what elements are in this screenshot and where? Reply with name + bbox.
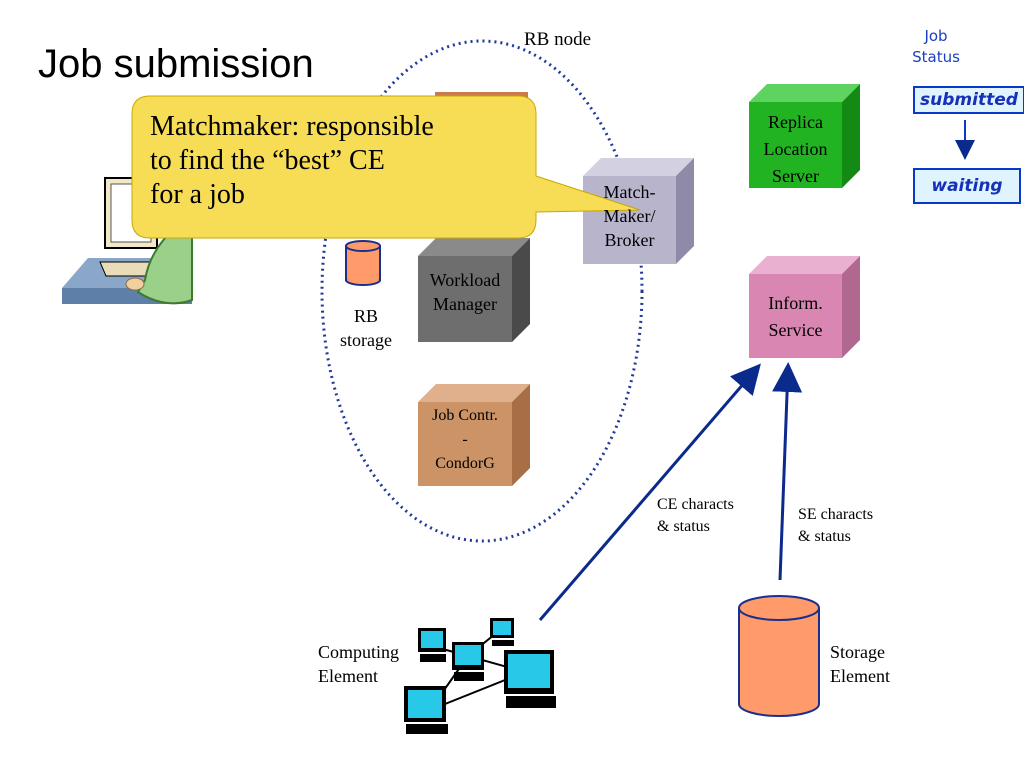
callout-line-1: Matchmaker: responsible: [150, 111, 434, 142]
callout-text: Matchmaker: responsible to find the “bes…: [150, 110, 520, 212]
computing-element-line-2: Element: [318, 666, 378, 686]
job-controller-label: Job Contr. - CondorG: [414, 404, 516, 476]
replica-line-3: Server: [772, 166, 819, 186]
callout-line-3: for a job: [150, 179, 245, 210]
callout-line-2: to find the “best” CE: [150, 145, 385, 176]
rb-storage-line-2: storage: [340, 330, 392, 350]
rb-storage-line-1: RB: [353, 306, 378, 326]
matchmaker-line-1: Match-: [603, 182, 656, 202]
rb-storage-cylinder: [345, 240, 381, 286]
inform-line-1: Inform.: [768, 293, 823, 313]
inform-line-2: Service: [768, 320, 823, 340]
rb-node-label: RB node: [524, 29, 592, 50]
replica-line-2: Location: [763, 139, 828, 159]
job-controller-line-1: Job Contr.: [432, 407, 498, 424]
job-controller-cube: [418, 384, 530, 486]
job-controller-line-2: -: [462, 431, 468, 448]
workload-manager-label: Workload Manager: [418, 268, 512, 316]
se-status-arrow: [772, 362, 803, 581]
rb-node-boundary: [320, 39, 644, 543]
matchmaker-label: Match- Maker/ Broker: [583, 180, 676, 252]
ce-computer-4: [504, 650, 556, 708]
workload-manager-line-1: Workload: [429, 270, 501, 290]
ce-status-label: CE characts & status: [657, 494, 734, 538]
job-status-title-line-2: Status: [912, 48, 960, 66]
ce-computer-2: [452, 642, 484, 681]
ce-computer-5: [404, 686, 448, 734]
job-state-submitted: submitted: [913, 86, 1024, 114]
computing-element-network: [404, 618, 556, 734]
information-service-label: Inform. Service: [749, 290, 842, 344]
replica-location-server-label: Replica Location Server: [749, 109, 842, 190]
se-status-label: SE characts & status: [798, 504, 873, 548]
job-status-title: Job Status: [896, 26, 976, 68]
job-status-title-line-1: Job: [924, 27, 948, 45]
matchmaker-cube: [583, 158, 694, 264]
replica-location-server-cube: [749, 84, 860, 188]
ce-computer-1: [418, 628, 446, 662]
se-status-line-1: SE characts: [798, 506, 874, 523]
ce-status-arrow: [538, 363, 761, 621]
storage-element-label: Storage Element: [830, 640, 890, 688]
rb-storage-label: RB storage: [328, 304, 404, 352]
matchmaker-line-3: Broker: [604, 230, 655, 250]
storage-element-cylinder: [738, 595, 820, 717]
se-status-line-2: & status: [798, 528, 851, 545]
matchmaker-line-2: Maker/: [603, 206, 656, 226]
slide-title: Job submission: [38, 42, 314, 86]
computing-element-line-1: Computing: [318, 642, 400, 662]
ce-status-line-1: CE characts: [657, 496, 734, 513]
workload-manager-cube: [418, 238, 530, 342]
job-controller-line-3: CondorG: [435, 455, 495, 472]
workload-manager-line-2: Manager: [433, 294, 497, 314]
computing-element-label: Computing Element: [318, 640, 399, 688]
information-service-cube: [749, 256, 860, 358]
replica-line-1: Replica: [768, 112, 823, 132]
storage-element-line-2: Element: [830, 666, 890, 686]
storage-element-line-1: Storage: [830, 642, 885, 662]
matchmaker-callout: [131, 95, 641, 239]
ce-computer-3: [490, 618, 514, 646]
ce-status-line-2: & status: [657, 518, 710, 535]
job-state-waiting: waiting: [913, 168, 1021, 204]
